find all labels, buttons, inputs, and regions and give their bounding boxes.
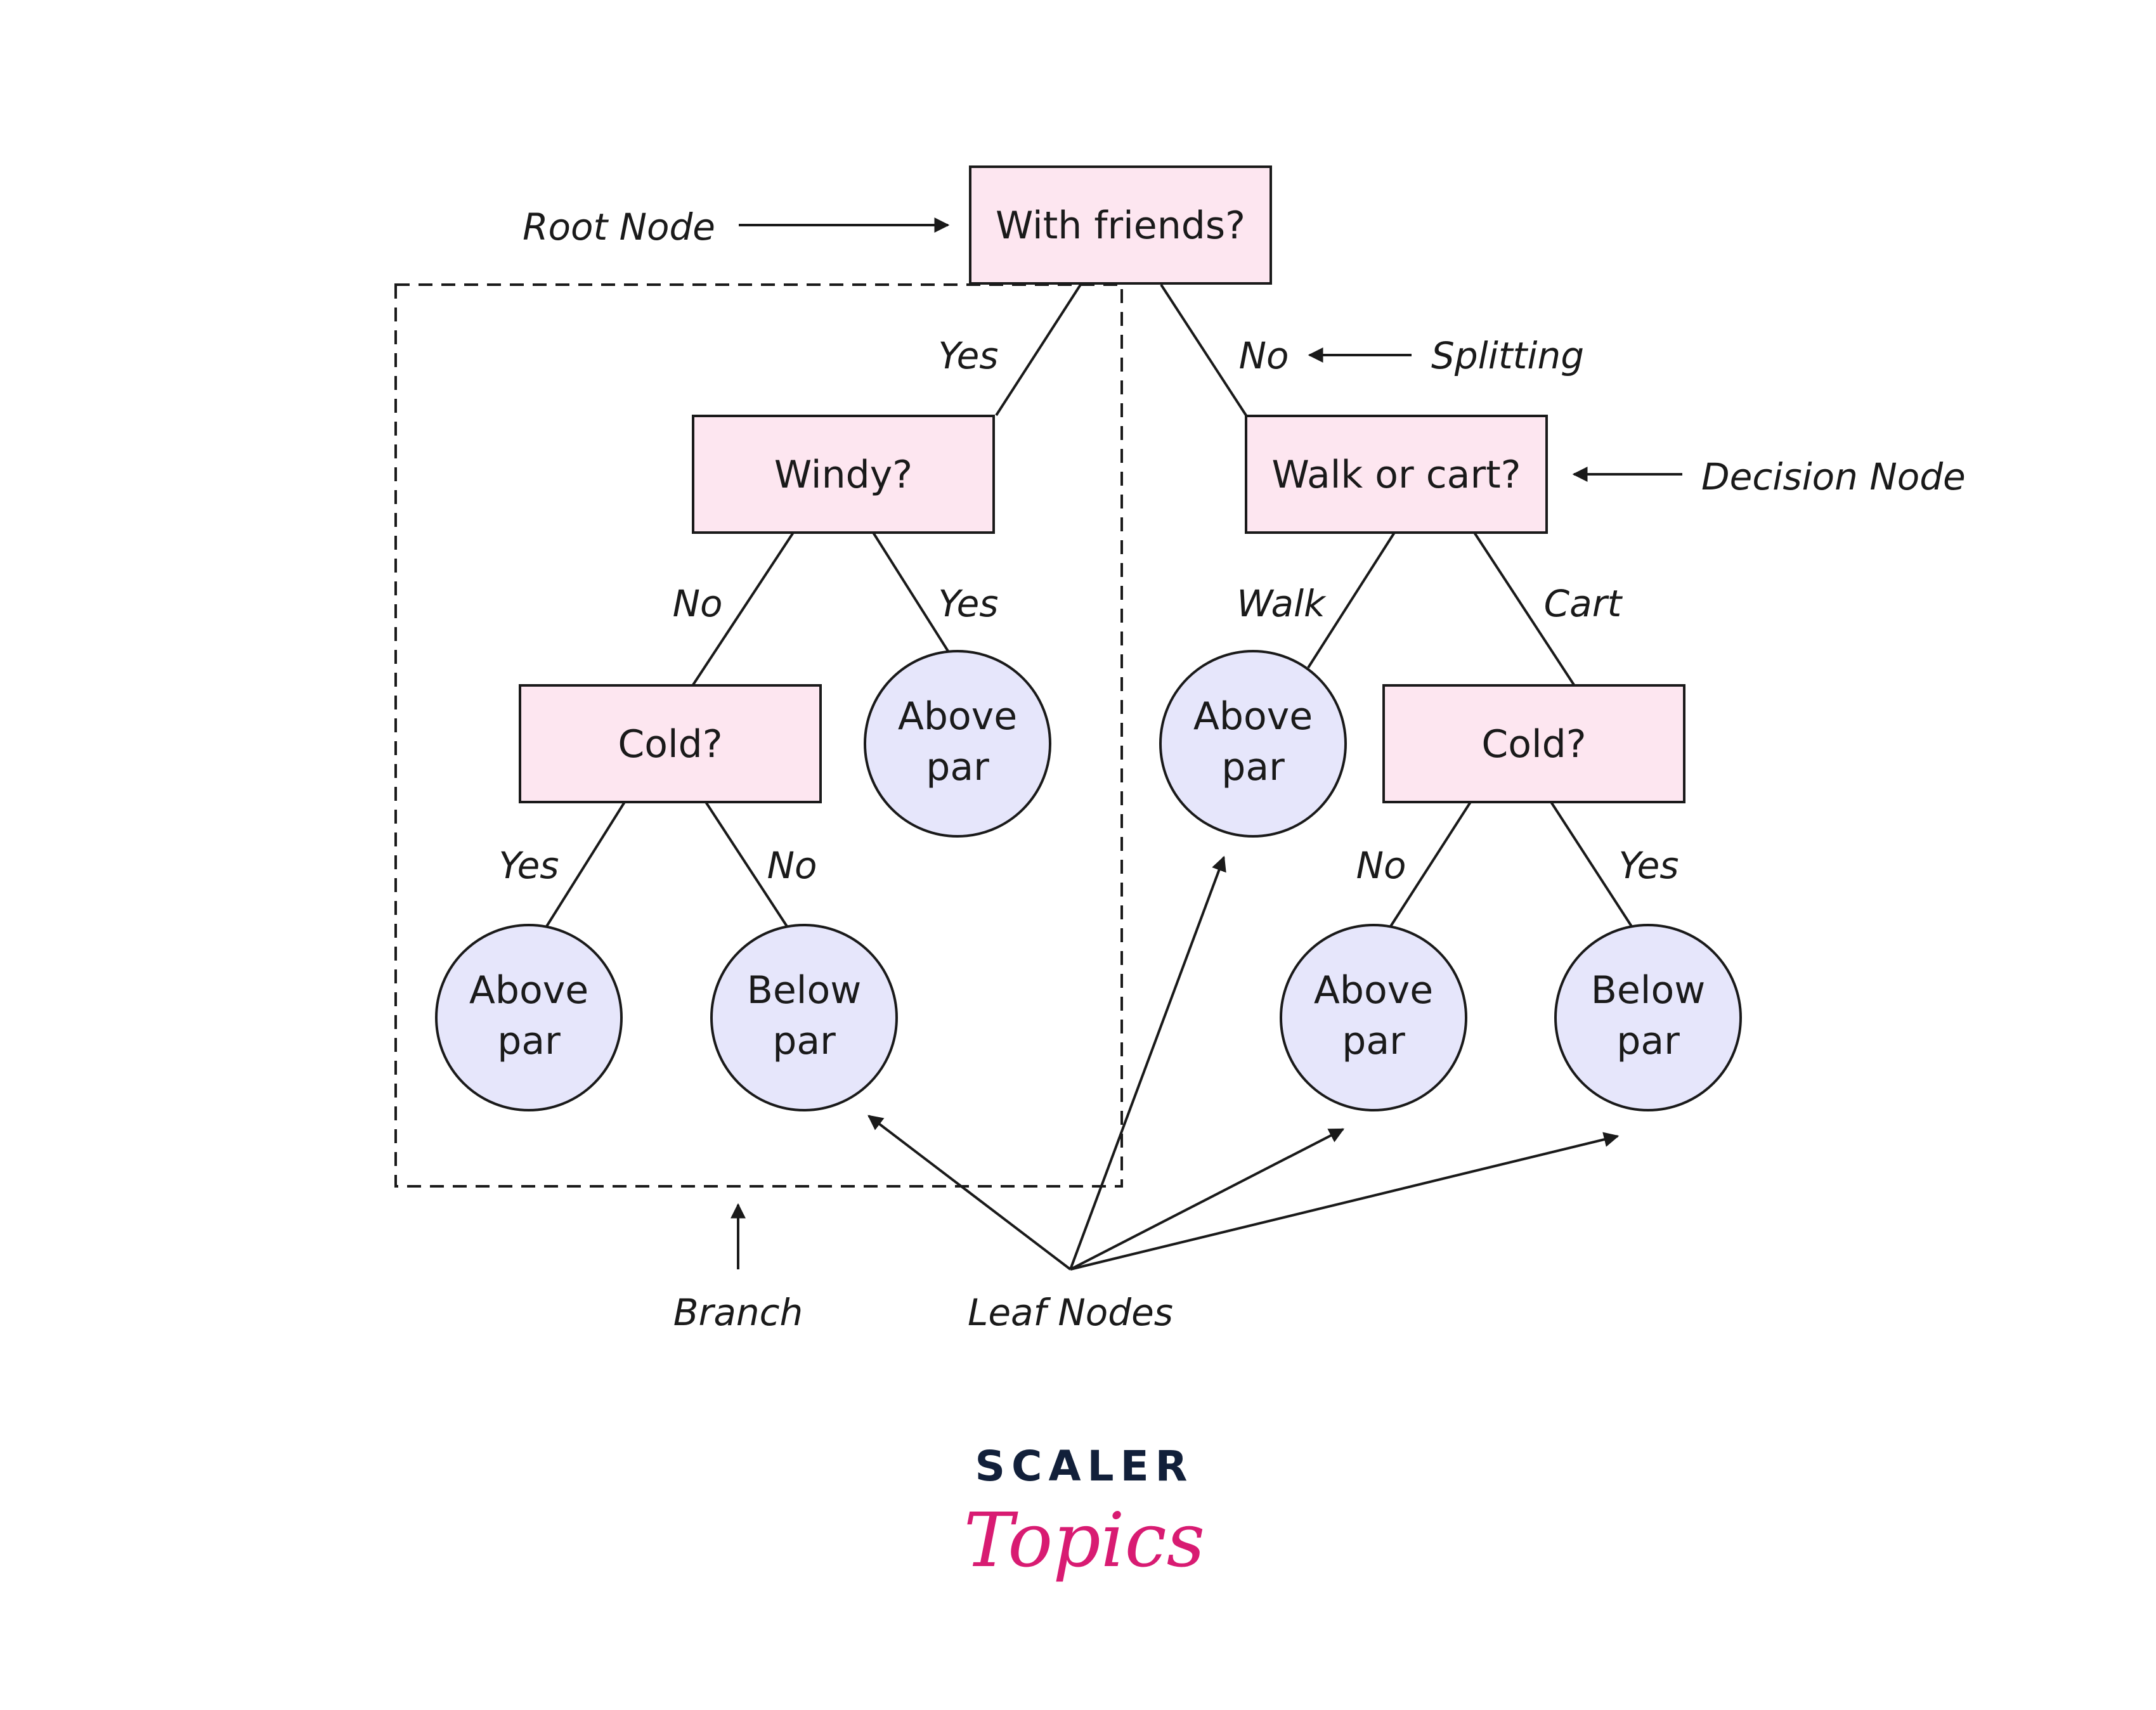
edge-cold-left-yes [545,801,626,928]
edge-label-walk: Walk [1237,582,1327,625]
cold-right-label: Cold? [1481,722,1586,767]
arrow-leaf-walk [1069,855,1226,1270]
decision-node-walk-or-cart: Walk or cart? [1245,415,1548,534]
edge-label-cold-left-yes: Yes [499,844,559,887]
edge-label-cold-right-yes: Yes [1619,844,1679,887]
edge-label-root-no: No [1239,334,1289,377]
leaf-cold-right-no-line2: par [1342,1019,1405,1063]
root-node-label: With friends? [996,204,1245,248]
leaf-cold-right-yes-line2: par [1616,1019,1680,1063]
decision-node-cold-left: Cold? [519,684,822,803]
edge-label-windy-yes: Yes [938,582,999,625]
leaf-cold-right-no-line1: Above [1314,968,1433,1013]
root-node: With friends? [969,165,1272,285]
leaf-node-cold-right-no: Above par [1280,924,1467,1111]
leaf-node-cold-right-yes: Below par [1554,924,1742,1111]
annotation-branch: Branch [673,1291,803,1334]
annotation-leaf-nodes: Leaf Nodes [968,1291,1173,1334]
edge-label-cold-left-no: No [767,844,817,887]
decision-node-cold-right: Cold? [1382,684,1685,803]
leaf-cold-left-yes-line1: Above [469,968,588,1013]
edge-label-root-yes: Yes [938,334,999,377]
decision-node-windy: Windy? [692,415,995,534]
scaler-topics-logo: SCALER Topics [964,1442,1205,1584]
arrow-leaf-cold-right-no [1070,1128,1345,1271]
leaf-walk-line1: Above [1193,694,1313,739]
annotation-decision-node: Decision Node [1701,455,1966,498]
edge-windy-no [692,531,795,686]
walk-or-cart-label: Walk or cart? [1272,453,1521,497]
arrows-leaf-nodes [867,855,1620,1271]
edge-cold-left-no [705,801,788,928]
leaf-node-cold-left-yes: Above par [435,924,623,1111]
windy-label: Windy? [774,453,912,497]
edge-label-cold-right-no: No [1356,844,1406,887]
edge-cold-right-yes [1550,801,1633,928]
edge-cart [1473,531,1575,686]
leaf-node-walk: Above par [1159,650,1347,838]
leaf-windy-yes-line1: Above [898,694,1017,739]
edge-label-windy-no: No [673,582,723,625]
logo-line2: Topics [964,1496,1205,1584]
annotation-splitting: Splitting [1431,334,1584,377]
edge-walk [1307,531,1396,669]
leaf-node-windy-yes: Above par [864,650,1051,838]
leaf-cold-left-no-line2: par [772,1019,836,1063]
edge-root-no [1160,283,1247,417]
leaf-cold-left-no-line1: Below [747,968,862,1013]
edge-label-cart: Cart [1544,582,1623,625]
logo-line1: SCALER [975,1442,1193,1491]
leaf-windy-yes-line2: par [926,745,989,789]
leaf-walk-line2: par [1221,745,1285,789]
leaf-cold-left-yes-line2: par [497,1019,561,1063]
edge-windy-yes [872,531,951,654]
annotation-root-node: Root Node [523,205,715,249]
arrow-leaf-cold-right-yes [1070,1132,1620,1271]
arrow-leaf-cold-left-no [867,1115,1072,1271]
edge-cold-right-no [1389,801,1472,928]
leaf-node-cold-left-no: Below par [710,924,898,1111]
edge-root-yes [995,283,1082,417]
leaf-cold-right-yes-line1: Below [1591,968,1706,1013]
cold-left-label: Cold? [618,722,722,767]
branch-region [394,283,1123,1188]
